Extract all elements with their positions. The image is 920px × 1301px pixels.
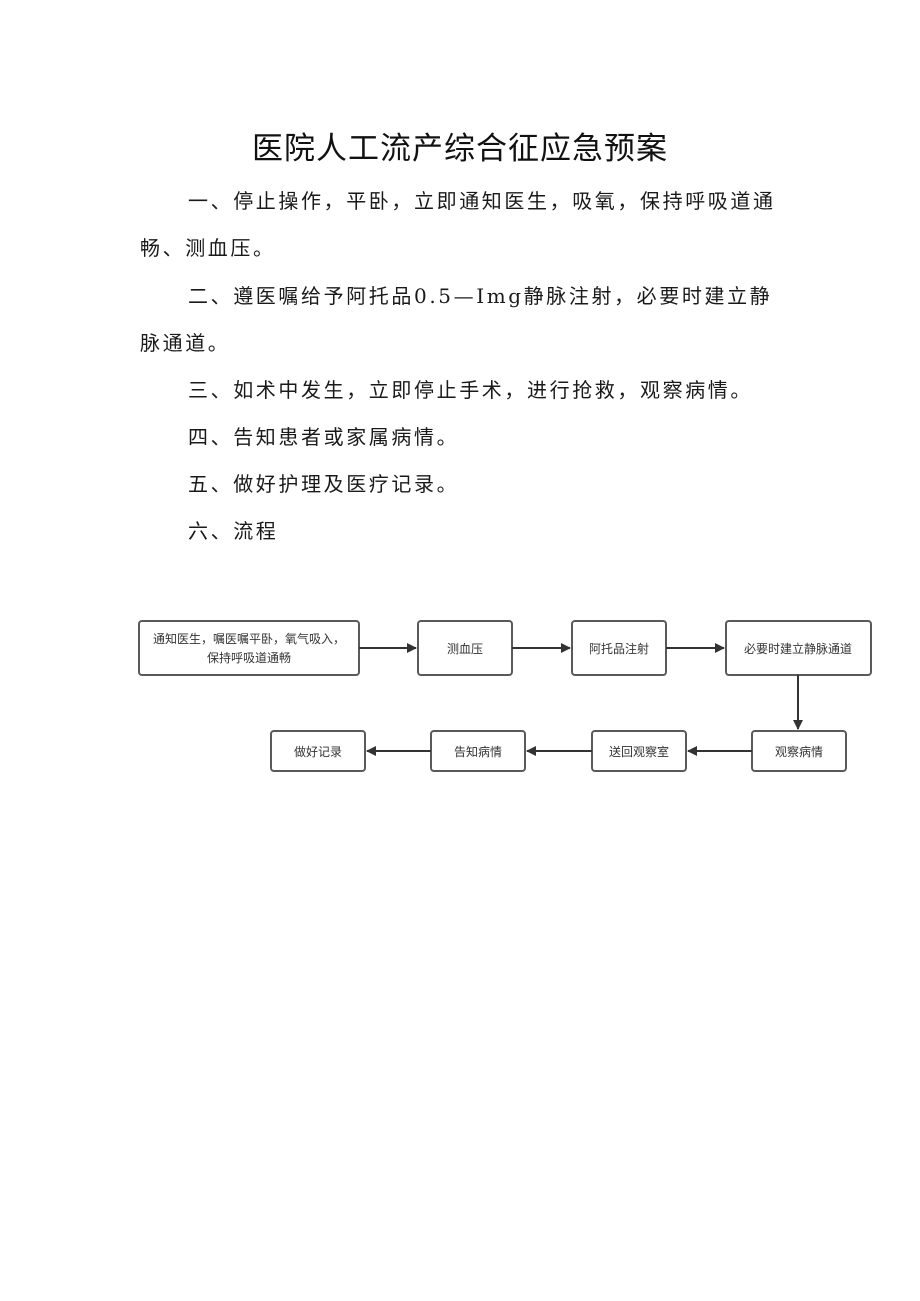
flow-node-record: 做好记录	[270, 730, 366, 772]
flow-node-observe: 观察病情	[751, 730, 847, 772]
paragraph-step-6: 六、流程	[188, 519, 279, 543]
flow-node-notify-doctor-line2: 保持呼吸道通畅	[207, 650, 291, 665]
flow-node-atropine: 阿托品注射	[571, 620, 667, 676]
flow-node-inform-label: 告知病情	[454, 744, 502, 759]
flow-node-iv-access: 必要时建立静脉通道	[725, 620, 872, 676]
flow-node-return-room-label: 送回观察室	[609, 744, 669, 759]
flow-node-measure-bp-label: 测血压	[447, 642, 483, 656]
flow-node-notify-doctor-line1: 通知医生，嘱医嘱平卧，氧气吸入，	[153, 631, 345, 646]
flowchart-diagram: 通知医生，嘱医嘱平卧，氧气吸入， 保持呼吸道通畅 测血压 阿托品注射 必要时建立…	[138, 620, 872, 772]
paragraph-step-3: 三、如术中发生，立即停止手术，进行抢救，观察病情。	[188, 378, 753, 402]
flow-node-return-room: 送回观察室	[591, 730, 687, 772]
paragraph-step-2: 二、遵医嘱给予阿托品0.5—Img静脉注射，必要时建立静脉通道。	[140, 284, 773, 355]
page-title: 医院人工流产综合征应急预案	[252, 131, 668, 167]
flow-node-observe-label: 观察病情	[775, 744, 823, 759]
flow-node-iv-access-label: 必要时建立静脉通道	[744, 641, 852, 656]
flow-node-notify-doctor: 通知医生，嘱医嘱平卧，氧气吸入， 保持呼吸道通畅	[138, 620, 360, 676]
flow-node-record-label: 做好记录	[294, 744, 342, 759]
flow-node-atropine-label: 阿托品注射	[589, 641, 649, 656]
paragraph-step-5: 五、做好护理及医疗记录。	[188, 472, 460, 496]
paragraph-step-1: 一、停止操作，平卧，立即通知医生，吸氧，保持呼吸道通畅、测血压。	[140, 189, 776, 260]
flow-node-inform: 告知病情	[430, 730, 526, 772]
flow-node-measure-bp: 测血压	[417, 620, 513, 676]
paragraph-step-4: 四、告知患者或家属病情。	[188, 425, 460, 449]
